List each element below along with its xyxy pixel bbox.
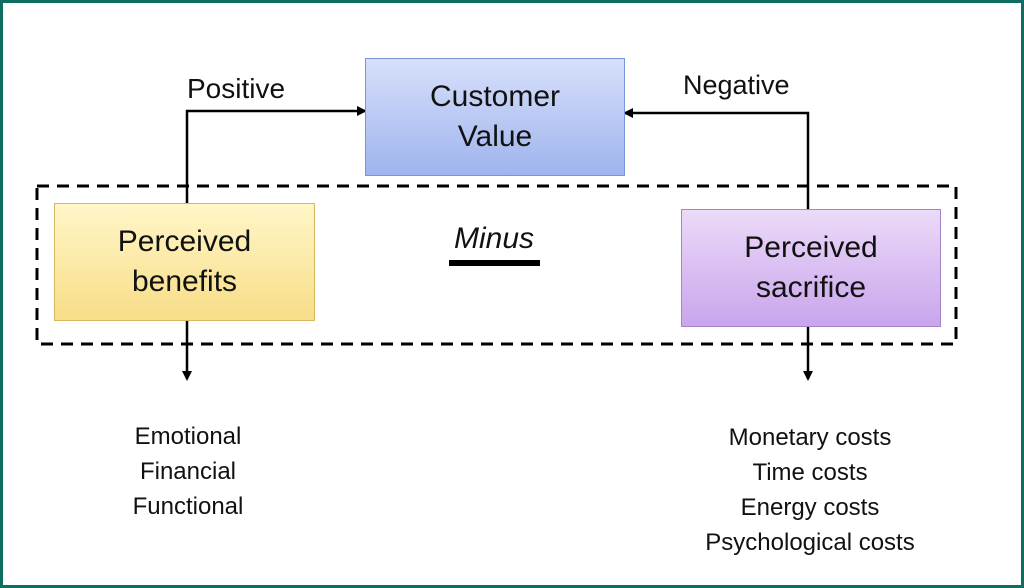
benefit-items-list: Emotional Financial Functional [88, 419, 288, 524]
sacrifice-items-list: Monetary costs Time costs Energy costs P… [680, 420, 940, 560]
customer-value-line-1: Customer [429, 80, 561, 113]
perceived-sacrifice-line-1: Perceived [744, 231, 878, 264]
sacrifice-item: Time costs [752, 459, 868, 486]
perceived-benefits-line-2: benefits [131, 265, 238, 298]
benefit-item: Emotional [134, 423, 242, 450]
perceived-benefits-box: Perceived benefits [54, 203, 315, 321]
benefit-item: Functional [132, 493, 244, 520]
sacrifice-item: Energy costs [740, 494, 880, 521]
customer-value-line-2: Value [457, 120, 533, 153]
positive-label: Positive [187, 73, 286, 104]
perceived-benefits-line-1: Perceived [117, 225, 252, 258]
minus-label: Minus [453, 222, 535, 255]
negative-arrow [623, 108, 810, 209]
sacrifice-item: Psychological costs [705, 529, 915, 556]
minus-underline [449, 260, 540, 266]
customer-value-box: Customer Value [365, 58, 625, 176]
perceived-sacrifice-box: Perceived sacrifice [681, 209, 941, 327]
benefit-item: Financial [139, 458, 237, 485]
positive-arrow [185, 106, 367, 203]
negative-label: Negative [683, 70, 790, 100]
perceived-sacrifice-line-2: sacrifice [755, 271, 867, 304]
sacrifice-item: Monetary costs [728, 424, 892, 451]
